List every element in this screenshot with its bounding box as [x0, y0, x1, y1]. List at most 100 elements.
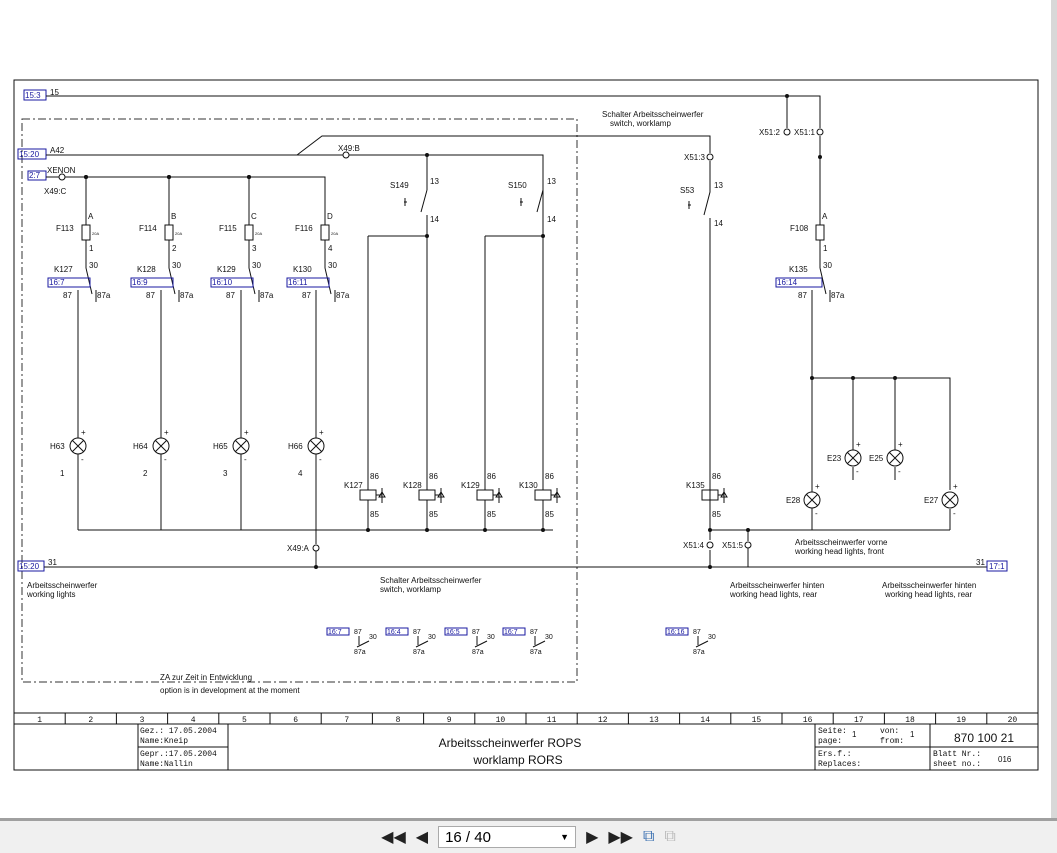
caption: option is in development at the moment — [160, 686, 300, 695]
caption: switch, worklamp — [610, 119, 671, 128]
pin-label: 86 — [429, 472, 438, 481]
switch-label: S150 — [508, 181, 527, 190]
net-15: 15:3 15 X51:2 X51:1 — [23, 88, 824, 268]
pin-label: - — [898, 467, 901, 476]
last-page-button[interactable]: ▶▶ — [608, 829, 633, 846]
wire — [240, 177, 260, 530]
pin-label: 87a — [472, 649, 484, 656]
wire — [160, 177, 180, 530]
prev-page-button[interactable]: ◀ — [415, 829, 429, 846]
caption: working head lights, rear — [729, 590, 817, 599]
caption: Arbeitsscheinwerfer hinten — [882, 581, 976, 590]
fuse-rating: 20A — [92, 231, 99, 236]
ref-box — [385, 627, 409, 636]
contact-symbol — [474, 636, 488, 648]
pin-label: 87a — [413, 649, 425, 656]
relay-label: K127 — [344, 481, 363, 490]
right-circuit: A F108 1 K135 30 16:14 87 87a — [775, 212, 951, 530]
fuse-num: 1 — [89, 244, 94, 253]
ref-box — [286, 277, 330, 288]
pin-label: 86 — [712, 472, 721, 481]
fuse-symbol — [320, 224, 330, 241]
lamp-cross — [806, 494, 818, 506]
ref-label: 16:5 — [446, 629, 460, 636]
label: from: — [880, 737, 904, 746]
relay-label: K128 — [137, 265, 156, 274]
caption: working lights — [26, 590, 75, 599]
connector-label: X51:4 — [683, 541, 704, 550]
ref-label: 16:11 — [288, 278, 308, 287]
pin-label: - — [815, 509, 818, 518]
pin-label: 87a — [831, 291, 845, 300]
captions: Arbeitsscheinwerfer working lights Schal… — [26, 538, 976, 695]
caption: Schalter Arbeitsscheinwerfer — [380, 576, 482, 585]
fuse-symbol — [244, 224, 254, 241]
fuse-symbol — [81, 224, 91, 241]
ref-label: 16:7 — [328, 629, 342, 636]
pin-label: + — [898, 440, 903, 449]
ref-box — [665, 627, 689, 636]
headlight-label: E23 — [827, 454, 842, 463]
wire — [315, 177, 336, 530]
switch-label: S149 — [390, 181, 409, 190]
ref-box — [47, 277, 91, 288]
lamp-cross — [310, 440, 322, 452]
fuse-letter: A — [88, 212, 94, 221]
column-number: 13 — [649, 716, 659, 725]
fuse-letter: D — [327, 212, 333, 221]
relay-label: K128 — [403, 481, 422, 490]
pin-label: 13 — [430, 177, 439, 186]
pin-label: 87a — [530, 649, 542, 656]
column-number: 5 — [242, 716, 247, 725]
column-number: 18 — [905, 716, 915, 725]
fuse-letter: A — [822, 212, 828, 221]
pin-label: 30 — [545, 634, 553, 641]
fuse-rating: 20A — [255, 231, 262, 236]
ref-box — [326, 627, 350, 636]
coil-symbol — [534, 489, 552, 501]
ref-label: 15:20 — [19, 150, 40, 159]
pin-label: 30 — [487, 634, 495, 641]
label: Replaces: — [818, 760, 861, 769]
drawing-subtitle: worklamp RORS — [472, 753, 562, 767]
fuse-num: 4 — [328, 244, 333, 253]
pin-label: 87 — [530, 629, 538, 636]
lamp-cross — [944, 494, 956, 506]
label: Seite: — [818, 727, 847, 736]
lamp-num: 4 — [298, 469, 303, 478]
first-page-button[interactable]: ◀◀ — [381, 829, 406, 846]
pin-label: 13 — [714, 181, 723, 190]
ref-label: 16:7 — [49, 278, 65, 287]
fuse-label: F115 — [219, 224, 237, 233]
pin-label: - — [856, 467, 859, 476]
fit-width-icon[interactable]: ⧉ — [664, 828, 676, 845]
fit-page-icon[interactable]: ⧉ — [642, 828, 655, 845]
pin-label: 85 — [712, 510, 721, 519]
chevron-down-icon: ▼ — [560, 832, 570, 842]
pin-label: 86 — [545, 472, 554, 481]
column-number: 10 — [496, 716, 506, 725]
next-page-button[interactable]: ▶ — [586, 829, 599, 846]
caption: working head lights, rear — [884, 590, 972, 599]
switch-s150: S150 13 14 — [484, 172, 556, 476]
diode-symbol — [437, 491, 445, 498]
net-xenon: 2:7 XENON X49:C — [27, 166, 326, 225]
pin-label: 87a — [336, 291, 350, 300]
page-total: 1 — [910, 730, 915, 739]
ground-bus: X49:A 15:20 31 31 17:1 X51:4 X51:5 — [17, 528, 1008, 572]
drawing-number: 870 100 21 — [954, 731, 1014, 745]
ref-box — [502, 627, 526, 636]
fuse-label: F116 — [295, 224, 313, 233]
column-number: 9 — [447, 716, 452, 725]
lamp-cross — [72, 440, 84, 452]
label: Ers.f.: — [818, 750, 852, 759]
caption: ZA zur Zeit in Entwicklung — [160, 673, 252, 682]
net-label: 15 — [50, 88, 59, 97]
pin-label: + — [319, 428, 324, 437]
relay-label: K127 — [54, 265, 73, 274]
page-selector[interactable]: 16 / 40 ▼ — [438, 826, 577, 848]
